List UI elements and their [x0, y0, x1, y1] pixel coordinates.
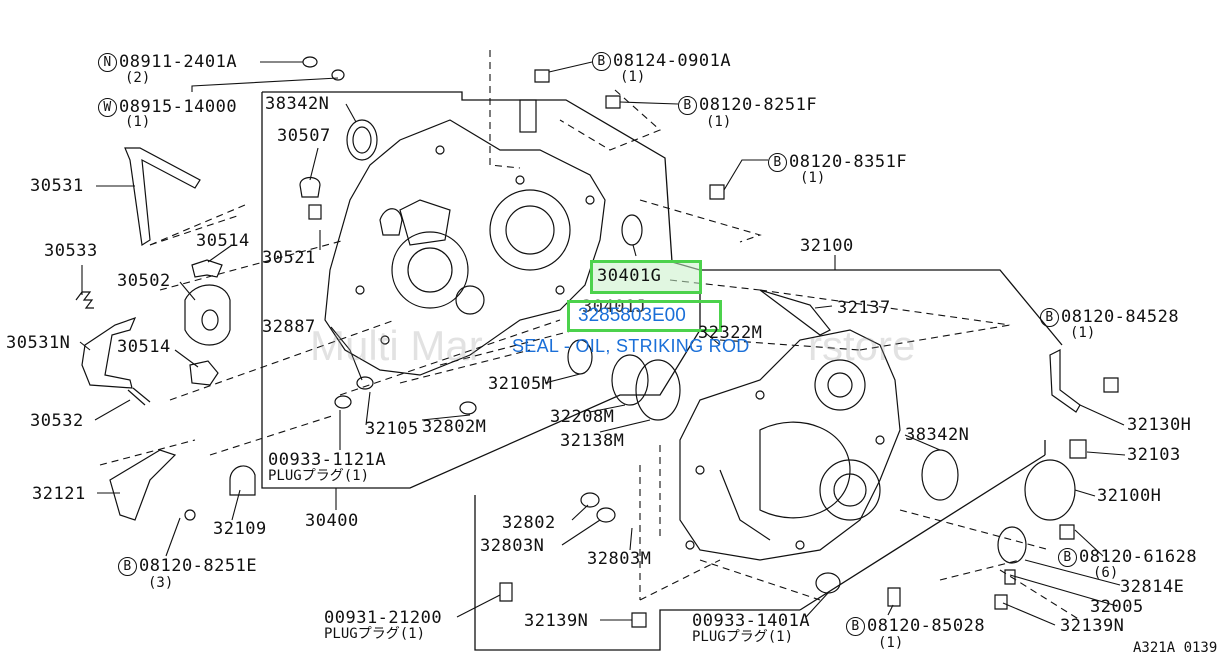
b1-part-number: 08124-0901A — [613, 51, 732, 71]
part-30521: 30521 — [262, 248, 316, 268]
b2-part-number: 08120-8251F — [699, 95, 818, 115]
dashed-assembly-lines — [99, 50, 1081, 621]
part-32105m: 32105M — [488, 374, 553, 394]
part-32105: 32105 — [365, 419, 419, 439]
b7-qty: (3) — [148, 575, 174, 591]
b7-part-number: 08120-8251E — [139, 556, 258, 576]
b2-prefix-icon: B — [678, 96, 697, 115]
b4-qty: (1) — [1070, 325, 1096, 341]
part-32814e: 32814E — [1120, 577, 1185, 597]
part-32005: 32005 — [1090, 597, 1144, 617]
part-32109: 32109 — [213, 519, 267, 539]
plug2-part: 00931-21200 — [324, 608, 443, 628]
part-32802: 32802 — [502, 513, 556, 533]
highlight-box-top[interactable] — [590, 260, 702, 294]
part-32803m: 32803M — [587, 549, 652, 569]
watermark-right: rstore — [808, 322, 916, 369]
part-30514-a: 30514 — [196, 231, 250, 251]
part-30502: 30502 — [117, 271, 171, 291]
part-32208m: 32208M — [550, 407, 615, 427]
leader-lines — [79, 61, 1126, 626]
part-32100h: 32100H — [1097, 486, 1162, 506]
left-transmission-case — [324, 99, 606, 376]
plug3-text: PLUGプラグ(1) — [692, 629, 794, 645]
part-30533: 30533 — [44, 241, 98, 261]
part-30531n: 30531N — [6, 333, 71, 353]
part-32138m: 32138M — [560, 431, 625, 451]
b3-qty: (1) — [800, 170, 826, 186]
diagram-code: A321A 0139 — [1133, 640, 1218, 656]
watermark-left: Multi Mar — [310, 322, 483, 369]
part-32803n: 32803N — [480, 536, 545, 556]
b6-part-number: 08120-85028 — [867, 616, 986, 636]
n-prefix-icon: N — [98, 53, 117, 72]
part-30507: 30507 — [277, 126, 331, 146]
part-32139n-a: 32139N — [524, 611, 589, 631]
highlight-description: SEAL - OIL, STRIKING ROD — [512, 336, 750, 356]
highlight-box-mid[interactable] — [567, 300, 722, 332]
b3-part-number: 08120-8351F — [789, 152, 908, 172]
b3-prefix-icon: B — [768, 153, 787, 172]
w-part-number: 08915-14000 — [119, 97, 238, 117]
plug3-part: 00933-1401A — [692, 611, 811, 631]
part-30531: 30531 — [30, 176, 84, 196]
w-qty: (1) — [125, 114, 151, 130]
part-32887: 32887 — [262, 317, 316, 337]
plug1-part: 00933-1121A — [268, 450, 387, 470]
b1-qty: (1) — [620, 69, 646, 85]
part-32100: 32100 — [800, 236, 854, 256]
part-32137: 32137 — [837, 298, 891, 318]
plug1-text: PLUGプラグ(1) — [268, 468, 370, 484]
part-38342n-a: 38342N — [265, 94, 330, 114]
part-32802m: 32802M — [422, 417, 487, 437]
highlight-fill-top — [590, 262, 700, 292]
b4-part-number: 08120-84528 — [1061, 307, 1180, 327]
group-box-lines — [261, 91, 1063, 651]
part-30514-b: 30514 — [117, 337, 171, 357]
part-30400: 30400 — [305, 511, 359, 531]
right-transmission-case — [679, 329, 901, 561]
b2-qty: (1) — [706, 114, 732, 130]
w-prefix-icon: W — [98, 98, 117, 117]
b7-prefix-icon: B — [118, 557, 137, 576]
n-part-number: 08911-2401A — [119, 52, 238, 72]
plug2-text: PLUGプラグ(1) — [324, 626, 426, 642]
part-32322m: 32322M — [698, 323, 763, 343]
b5-prefix-icon: B — [1058, 548, 1077, 567]
b4-prefix-icon: B — [1040, 308, 1059, 327]
b5-part-number: 08120-61628 — [1079, 547, 1198, 567]
b5-qty: (6) — [1093, 565, 1119, 581]
part-32139n-b: 32139N — [1060, 616, 1125, 636]
highlight-part-number[interactable]: 3285803E00 — [578, 305, 686, 326]
highlight-part-30401g[interactable]: 30401G — [597, 266, 662, 286]
part-30532: 30532 — [30, 411, 84, 431]
b6-prefix-icon: B — [846, 617, 865, 636]
part-32121: 32121 — [32, 484, 86, 504]
part-32130h: 32130H — [1127, 415, 1192, 435]
n-qty: (2) — [125, 70, 151, 86]
b1-prefix-icon: B — [592, 52, 611, 71]
part-32103: 32103 — [1127, 445, 1181, 465]
part-38342n-b: 38342N — [905, 425, 970, 445]
b6-qty: (1) — [878, 635, 904, 651]
